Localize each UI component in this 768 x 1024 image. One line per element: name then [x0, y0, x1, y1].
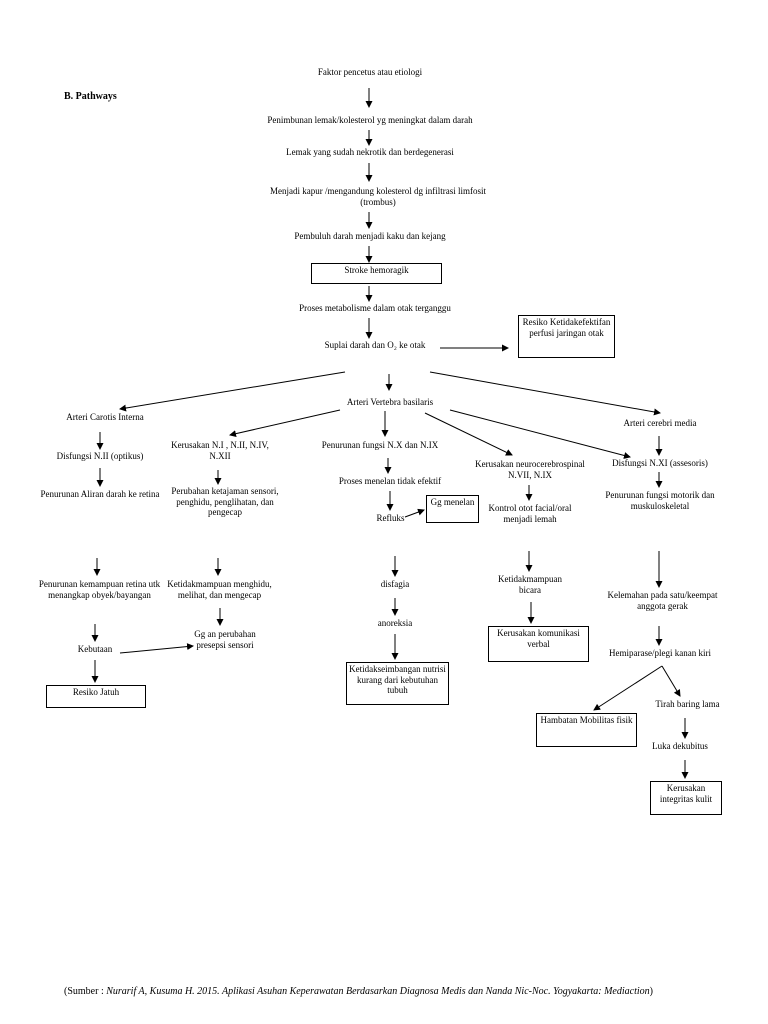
node-kerusakan-ni: Kerusakan N.I , N.II, N.IV, N.XII	[171, 440, 269, 461]
node-kerusakan-integritas: Kerusakan integritas kulit	[650, 781, 722, 815]
node-proses-menelan: Proses menelan tidak efektif	[338, 476, 442, 486]
node-ketidakmampuan-bicara: Ketidakmampuan bicara	[498, 574, 562, 595]
node-disfungsi-nxi: Disfungsi N.XI (assesoris)	[612, 458, 708, 468]
node-pembuluh: Pembuluh darah menjadi kaku dan kejang	[294, 231, 446, 241]
node-disfagia: disfagia	[380, 579, 410, 589]
node-kerusakan-neuro: Kerusakan neurocerebrospinal N.VII, N.IX	[475, 459, 585, 480]
node-stroke: Stroke hemoragik	[311, 263, 442, 284]
node-luka: Luka dekubitus	[652, 741, 708, 751]
citation-prefix: (Sumber :	[64, 986, 107, 997]
section-heading: B. Pathways	[64, 91, 117, 102]
node-resiko-perfusi: Resiko Ketidakefektifan perfusi jaringan…	[518, 315, 615, 358]
node-arteri-vertebra: Arteri Vertebra basilaris	[346, 397, 434, 407]
arrow	[119, 643, 194, 654]
node-metabolisme: Proses metabolisme dalam otak terganggu	[299, 303, 451, 313]
node-refluks: Refluks	[376, 513, 405, 523]
node-gg-menelan: Gg menelan	[426, 495, 479, 523]
node-suplai: Suplai darah dan O₂ ke otak	[324, 340, 426, 350]
node-ketidakmampuan-menghidu: Ketidakmampuan menghidu, melihat, dan me…	[167, 579, 272, 600]
node-kontrol-otot: Kontrol otot facial/oral menjadi lemah	[488, 503, 572, 524]
node-kapur: Menjadi kapur /mengandung kolesterol dg …	[270, 186, 486, 207]
arrow	[429, 371, 661, 416]
node-penimbunan: Penimbunan lemak/kolesterol yg meningkat…	[267, 115, 473, 125]
arrow	[449, 409, 631, 459]
source-citation: (Sumber : Nurarif A, Kusuma H. 2015. Apl…	[64, 986, 684, 998]
node-anoreksia: anoreksia	[377, 618, 413, 628]
citation-text: Nurarif A, Kusuma H. 2015. Aplikasi Asuh…	[106, 986, 650, 997]
node-kebutaan: Kebutaan	[77, 644, 113, 654]
arrow	[229, 409, 341, 438]
node-faktor: Faktor pencetus atau etiologi	[317, 67, 423, 77]
node-hambatan: Hambatan Mobilitas fisik	[536, 713, 637, 747]
node-kerusakan-komunikasi: Kerusakan komunikasi verbal	[488, 626, 589, 662]
node-kelemahan: Kelemahan pada satu/keempat anggota gera…	[607, 590, 718, 611]
arrow	[119, 371, 346, 412]
node-penurunan-motorik: Penurunan fungsi motorik dan muskuloskel…	[605, 490, 715, 511]
node-disfungsi-nii: Disfungsi N.II (optikus)	[56, 451, 144, 461]
node-tirah: Tirah baring lama	[655, 699, 720, 709]
node-resiko-jatuh: Resiko Jatuh	[46, 685, 146, 708]
arrow	[661, 665, 681, 697]
node-cerebri: Arteri cerebri media	[623, 418, 697, 428]
node-lemak: Lemak yang sudah nekrotik dan berdegener…	[286, 147, 454, 157]
node-ketidakseimbangan: Ketidakseimbangan nutrisi kurang dari ke…	[346, 662, 449, 705]
node-penurunan-nx: Penurunan fungsi N.X dan N.IX	[321, 440, 439, 450]
citation-suffix: )	[649, 986, 653, 997]
node-gg-persepsi: Gg an perubahan presepsi sensori	[194, 629, 256, 650]
node-perubahan-ketajaman: Perubahan ketajaman sensori, penghidu, p…	[171, 486, 279, 517]
node-penurunan-aliran: Penurunan Aliran darah ke retina	[40, 489, 160, 499]
node-penurunan-retina: Penurunan kemampuan retina utk menangkap…	[38, 579, 161, 600]
node-carotis: Arteri Carotis Interna	[66, 412, 144, 422]
node-hemiparase: Hemiparase/plegi kanan kiri	[609, 648, 711, 658]
